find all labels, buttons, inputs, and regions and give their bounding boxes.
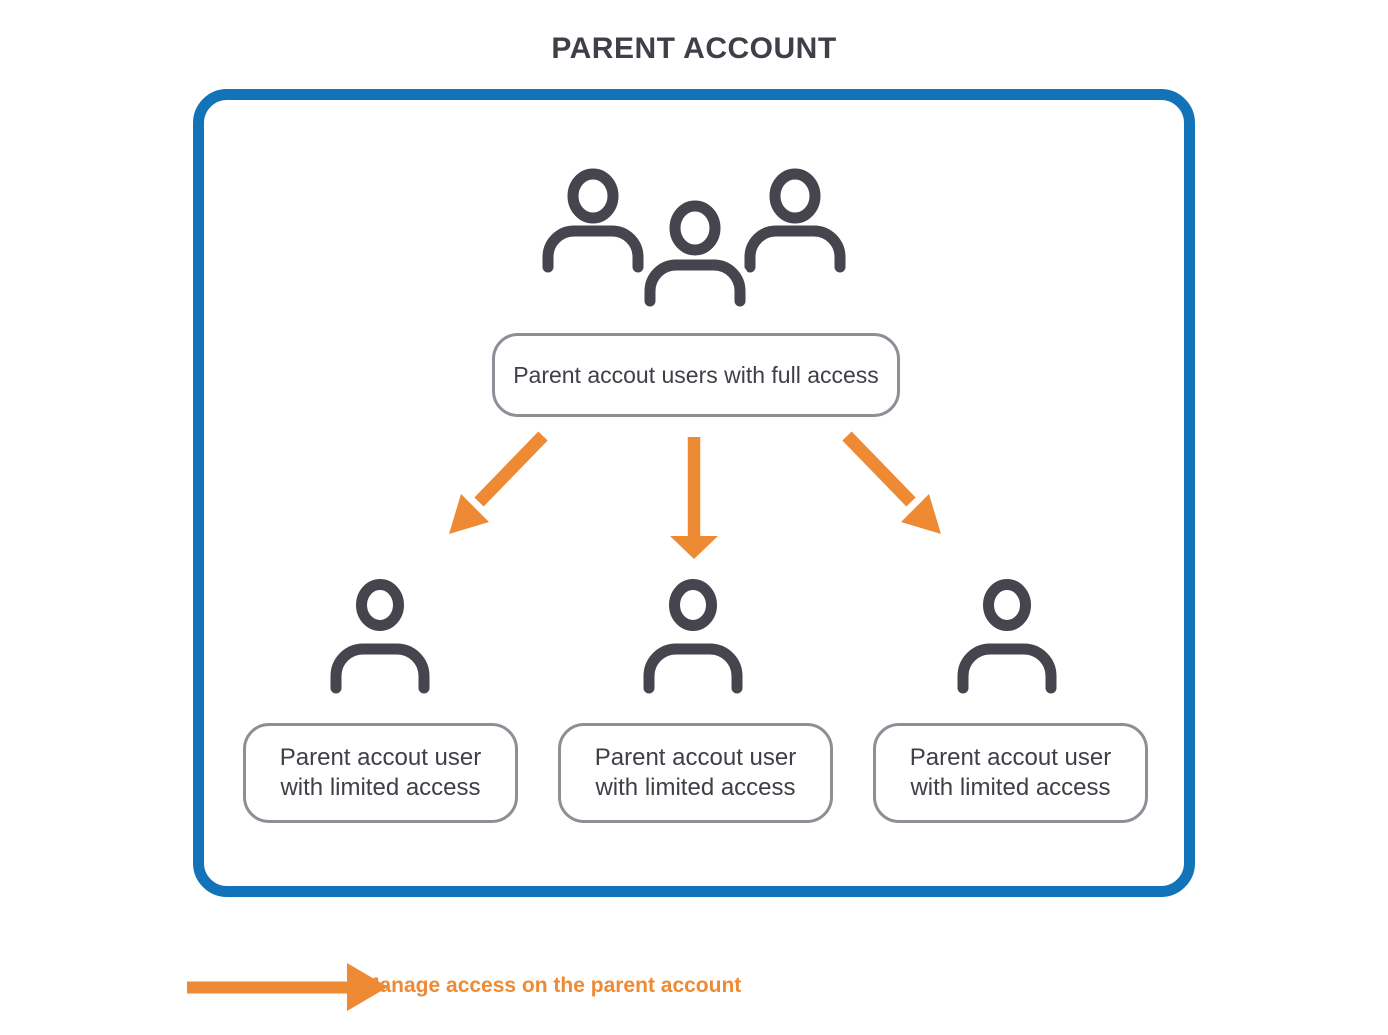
limited-access-label-line1: Parent accout user [909, 744, 1112, 771]
arrow-down-right-icon [837, 430, 947, 542]
limited-access-label-line2: with limited access [280, 774, 481, 801]
full-access-label-box: Parent accout users with full access [492, 333, 900, 417]
limited-access-label-box: Parent accout user with limited access [558, 723, 833, 823]
person-icon [951, 572, 1064, 695]
limited-access-label-line1: Parent accout user [279, 744, 482, 771]
arrow-down-left-icon [443, 430, 553, 542]
arrow-down-icon [668, 434, 720, 562]
full-access-label: Parent accout users with full access [513, 361, 879, 388]
person-icon [324, 572, 437, 695]
limited-access-label-line2: with limited access [595, 774, 796, 801]
legend-label: Manage access on the parent account [362, 974, 742, 997]
users-group-icon [538, 160, 853, 312]
page-title: PARENT ACCOUNT [551, 32, 837, 65]
limited-access-label-box: Parent accout user with limited access [873, 723, 1148, 823]
person-icon [637, 572, 750, 695]
right-arrow-icon [187, 960, 389, 1014]
limited-access-label-line2: with limited access [910, 774, 1111, 801]
limited-access-label-box: Parent accout user with limited access [243, 723, 518, 823]
limited-access-label-line1: Parent accout user [594, 744, 797, 771]
